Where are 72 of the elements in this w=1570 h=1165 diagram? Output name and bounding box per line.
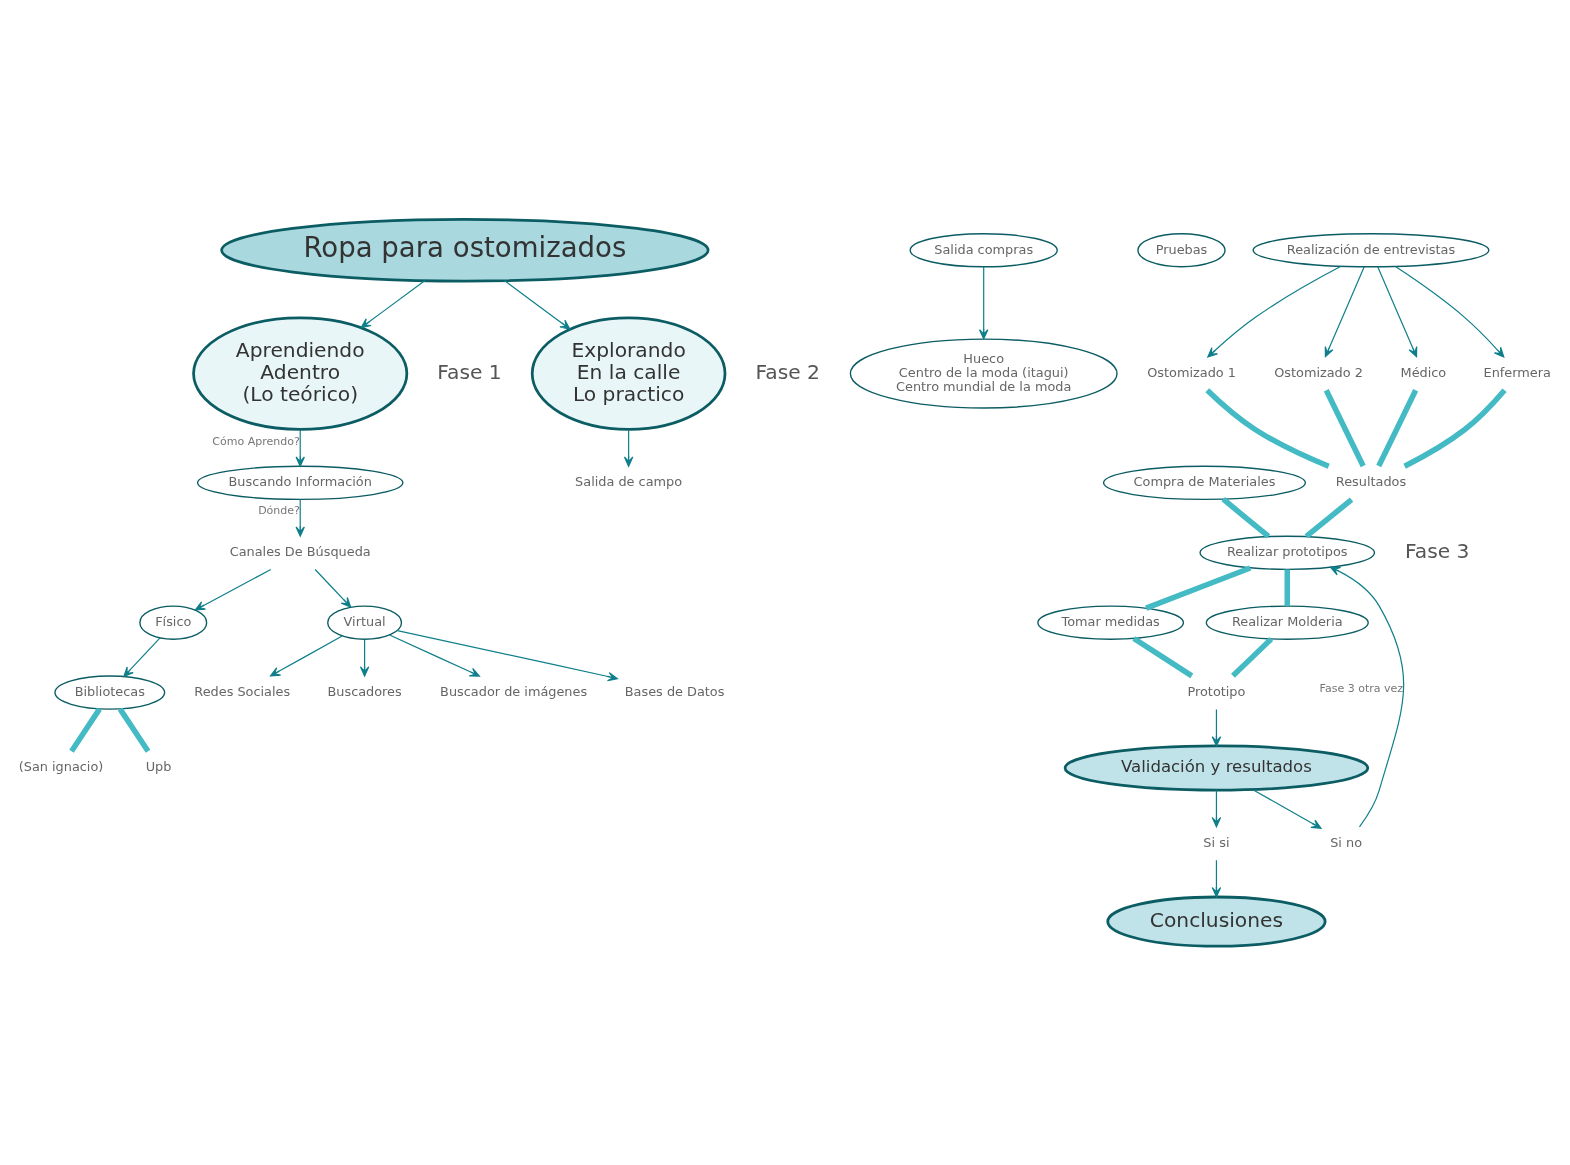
node-ellipse: Explorando En la calle Lo practico bbox=[530, 315, 727, 431]
node-ellipse: Realización de entrevistas bbox=[1252, 232, 1490, 267]
connector bbox=[1284, 568, 1291, 606]
arrow bbox=[123, 636, 161, 677]
node-label: Fase 1 bbox=[437, 359, 502, 384]
connector bbox=[117, 707, 151, 753]
node-text: Upb bbox=[145, 758, 172, 774]
arrow bbox=[1324, 265, 1365, 357]
arrow bbox=[388, 633, 480, 677]
arrow bbox=[194, 568, 272, 610]
edge-label: Dónde? bbox=[258, 503, 300, 517]
arrow bbox=[1211, 859, 1222, 897]
arrow bbox=[623, 428, 634, 467]
connector bbox=[1132, 635, 1194, 678]
connector bbox=[1403, 387, 1507, 469]
node-text: Prototipo bbox=[1187, 683, 1246, 699]
node-ellipse: Conclusiones bbox=[1106, 895, 1327, 948]
edge-label: Fase 3 otra vez bbox=[1319, 681, 1404, 695]
arrow bbox=[295, 428, 305, 467]
arrow bbox=[1207, 265, 1342, 358]
arrow bbox=[1211, 789, 1222, 827]
arrow bbox=[1211, 708, 1222, 746]
node-ellipse: Ropa para ostomizados bbox=[220, 217, 710, 282]
node-text: Ostomizado 1 bbox=[1147, 364, 1236, 380]
node-ellipse: Salida compras bbox=[909, 232, 1058, 267]
node-text: Ostomizado 2 bbox=[1274, 364, 1363, 380]
arrow bbox=[359, 638, 370, 677]
arrow bbox=[360, 279, 426, 328]
connector bbox=[69, 707, 102, 753]
arrow bbox=[503, 279, 571, 330]
arrow bbox=[978, 265, 989, 339]
node-text: Bases de Datos bbox=[624, 683, 725, 699]
arrow bbox=[1252, 788, 1322, 829]
arrow bbox=[295, 498, 305, 537]
node-text: Si no bbox=[1330, 834, 1363, 850]
node-text: Buscador de imágenes bbox=[440, 683, 588, 699]
node-text: Médico bbox=[1400, 364, 1447, 380]
connector bbox=[1221, 496, 1271, 539]
node-ellipse: Realizar Molderia bbox=[1205, 604, 1369, 640]
node-label: Fase 2 bbox=[755, 359, 820, 384]
edge-label: Cómo Aprendo? bbox=[212, 434, 300, 448]
node-ellipse: Compra de Materiales bbox=[1102, 465, 1307, 500]
connector bbox=[1376, 388, 1419, 467]
arrow bbox=[1377, 265, 1418, 357]
connector bbox=[1304, 496, 1354, 538]
node-ellipse: Realizar prototipos bbox=[1199, 535, 1376, 570]
connector bbox=[1205, 387, 1330, 469]
node-ellipse: Pruebas bbox=[1137, 232, 1226, 267]
node-ellipse: Buscando Información bbox=[196, 465, 404, 500]
node-text: Resultados bbox=[1335, 473, 1407, 489]
node-text: Si si bbox=[1203, 834, 1230, 850]
node-text: Enfermera bbox=[1483, 364, 1551, 380]
connector bbox=[1145, 564, 1252, 611]
node-text: Redes Sociales bbox=[194, 683, 291, 699]
arrow bbox=[396, 629, 618, 681]
arrow bbox=[1394, 265, 1505, 357]
connector bbox=[1323, 388, 1366, 467]
node-text: Canales De Búsqueda bbox=[229, 543, 371, 559]
node-text: Salida de campo bbox=[575, 473, 683, 489]
arrow bbox=[269, 635, 343, 676]
node-ellipse: Físico bbox=[139, 604, 208, 640]
node-ellipse: Tomar medidas bbox=[1037, 604, 1185, 640]
node-text: Buscadores bbox=[327, 683, 402, 699]
node-ellipse: Virtual bbox=[327, 604, 403, 640]
node-ellipse: Validación y resultados bbox=[1063, 744, 1370, 792]
node-label: Fase 3 bbox=[1404, 538, 1470, 563]
node-text: (San ignacio) bbox=[18, 758, 104, 774]
connector bbox=[1231, 636, 1274, 678]
arrow bbox=[1330, 566, 1405, 827]
arrow bbox=[314, 568, 352, 608]
node-ellipse: Bibliotecas bbox=[54, 674, 166, 710]
node-ellipse: Hueco Centro de la moda (itagui) Centro mundial de la moda bbox=[849, 337, 1118, 409]
